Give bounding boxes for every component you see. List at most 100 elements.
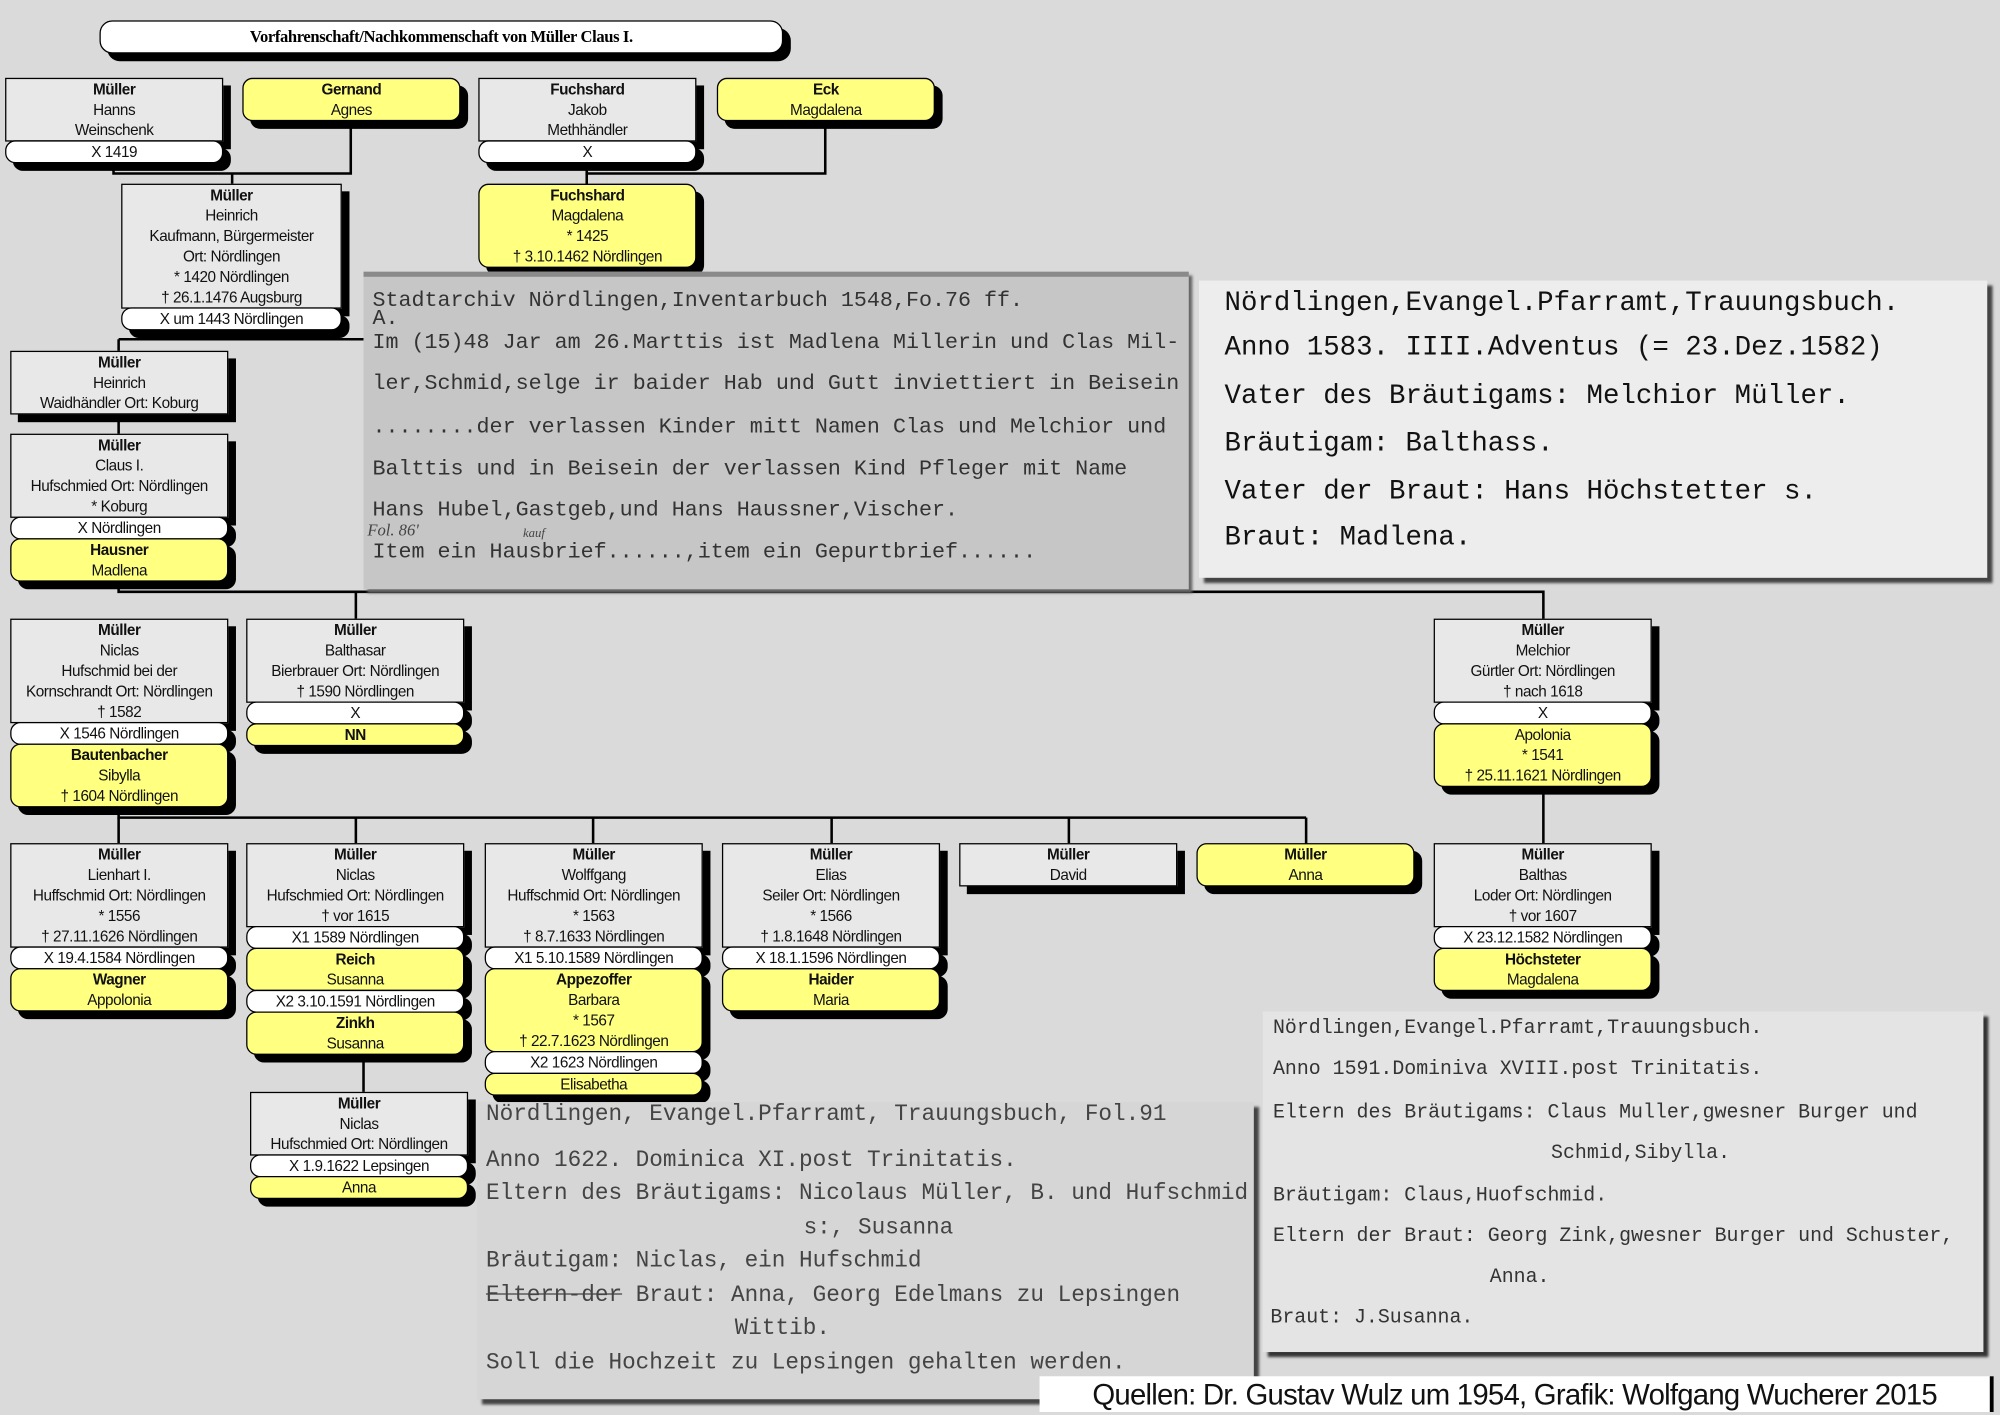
person-detail: Niclas bbox=[99, 641, 139, 660]
surname: NN bbox=[344, 725, 367, 744]
marriage-pill: X Nördlingen bbox=[10, 516, 229, 540]
surname: Wagner bbox=[92, 970, 146, 989]
surname: Müller bbox=[98, 845, 141, 864]
person-detail: Kornschrandt Ort: Nördlingen bbox=[25, 682, 213, 701]
person-detail: † 22.7.1623 Nördlingen bbox=[519, 1031, 669, 1050]
surname: Haider bbox=[808, 970, 854, 989]
person-detail: Hufschmied Ort: Nördlingen bbox=[270, 1135, 448, 1154]
marriage-date: X1 5.10.1589 Nördlingen bbox=[514, 948, 674, 967]
surname: Zinkh bbox=[335, 1014, 375, 1032]
marriage-pill: X bbox=[246, 701, 465, 725]
document-text-line: Anno 1583. IIII.Adventus (= 23.Dez.1582) bbox=[1224, 332, 1883, 364]
marriage-date: X um 1443 Nördlingen bbox=[159, 309, 304, 328]
diagram-title: Vorfahrenschaft/Nachkommenschaft von Mül… bbox=[99, 20, 784, 54]
marriage-pill: X2 3.10.1591 Nördlingen bbox=[246, 989, 465, 1013]
person-detail: * 1563 bbox=[572, 906, 615, 925]
surname: Bautenbacher bbox=[70, 746, 168, 765]
person-detail: Maria bbox=[812, 991, 850, 1009]
marriage-pill: X 23.12.1582 Nördlingen bbox=[1433, 926, 1652, 949]
surname: Müller bbox=[210, 186, 253, 205]
person-detail: Balthas bbox=[1518, 866, 1567, 884]
document-text-line: Eltern des Bräutigams: Claus Muller,gwes… bbox=[1272, 1100, 1918, 1124]
person-detail: Agnes bbox=[330, 100, 373, 119]
marriage-pill: X1 5.10.1589 Nördlingen bbox=[484, 946, 703, 970]
document-text-line: Braut: Madlena. bbox=[1224, 522, 1472, 554]
document-text-line: ........der verlassen Kinder mitt Namen … bbox=[372, 415, 1167, 441]
person-detail: Huffschmid Ort: Nördlingen bbox=[507, 886, 681, 905]
source-document-trauungsbuch-1622: Nördlingen, Evangel.Pfarramt, Trauungsbu… bbox=[477, 1102, 1254, 1400]
person-detail: * 1567 bbox=[572, 1011, 615, 1030]
person-detail: * 1425 bbox=[566, 227, 609, 245]
person-detail: Sibylla bbox=[98, 766, 141, 785]
person-detail: Seiler Ort: Nördlingen bbox=[762, 886, 900, 905]
document-text-line: Vater der Braut: Hans Höchstetter s. bbox=[1224, 477, 1817, 508]
document-text-line: Stadtarchiv Nördlingen,Inventarbuch 1548… bbox=[372, 289, 1024, 314]
marriage-date: X Nördlingen bbox=[77, 519, 162, 537]
marriage-date: X2 1623 Nördlingen bbox=[530, 1053, 658, 1072]
surname: Fuchshard bbox=[550, 186, 625, 205]
marriage-pill: X2 1623 Nördlingen bbox=[484, 1051, 703, 1074]
person-detail: Lienhart I. bbox=[87, 866, 152, 884]
spouse-box: Elisabetha bbox=[484, 1072, 703, 1096]
surname: Müller bbox=[1284, 845, 1327, 864]
connector-line bbox=[117, 807, 1307, 819]
surname: Reich bbox=[335, 950, 375, 969]
marriage-date: X 1546 Nördlingen bbox=[59, 724, 180, 743]
marriage-pill: X bbox=[1433, 701, 1652, 725]
person-detail: Methhändler bbox=[547, 121, 628, 140]
marriage-pill: X 1.9.1622 Lepsingen bbox=[249, 1154, 469, 1178]
document-text-line: Bräutigam: Niclas, ein Hufschmid bbox=[485, 1248, 922, 1275]
marriage-pill: X um 1443 Nördlingen bbox=[121, 307, 342, 331]
handwritten-annotation: kauf bbox=[522, 526, 545, 541]
document-text-line: ler,Schmid,selge ir baider Hab und Gutt … bbox=[372, 372, 1180, 397]
surname: Müller bbox=[1047, 845, 1090, 864]
person-detail: Niclas bbox=[335, 866, 375, 884]
document-text-line: Balttis und in Beisein der verlassen Kin… bbox=[372, 457, 1128, 483]
person-detail: Anna bbox=[342, 1178, 377, 1197]
person-detail: Ort: Nördlingen bbox=[182, 247, 281, 266]
surname: Müller bbox=[98, 353, 141, 372]
person-detail: David bbox=[1049, 866, 1087, 884]
person-detail: Wolffgang bbox=[561, 866, 627, 884]
person-detail: Balthasar bbox=[324, 641, 386, 660]
document-text-line: Anno 1591.Dominiva XVIII.post Trinitatis… bbox=[1272, 1057, 1763, 1081]
marriage-date: X bbox=[350, 704, 361, 722]
connector-line bbox=[585, 127, 827, 175]
person-detail: * 1420 Nördlingen bbox=[174, 267, 289, 286]
person-detail: Kaufmann, Bürgermeister bbox=[149, 227, 314, 245]
surname: Höchsteter bbox=[1504, 950, 1581, 969]
surname: Müller bbox=[809, 845, 853, 864]
